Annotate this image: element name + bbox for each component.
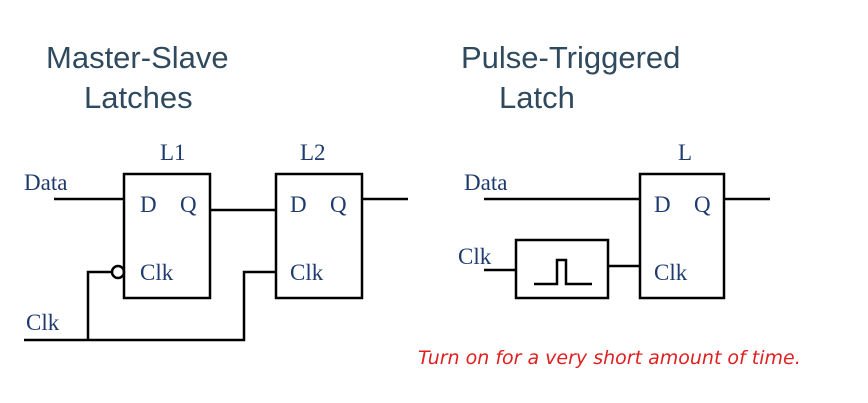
latch-l1-box — [122, 172, 212, 300]
master-slave-clk-input-label: Clk — [26, 310, 60, 335]
latch-l2-clk-port: Clk — [290, 260, 324, 285]
pulse-triggered-circuit: L Data Clk D Q Clk — [458, 140, 770, 300]
clk-wire-to-l2 — [24, 270, 276, 342]
latch-l1-clk-port: Clk — [140, 260, 174, 285]
latch-l-d-port: D — [654, 192, 671, 217]
master-slave-title-line2: Latches — [84, 80, 193, 115]
latch-l-clk-port: Clk — [654, 260, 688, 285]
latch-l2-d-port: D — [290, 192, 307, 217]
pulse-waveform-icon — [534, 258, 592, 286]
latch-l2-name: L2 — [300, 140, 326, 165]
latch-l-q-port: Q — [694, 192, 711, 217]
latch-l2-q-port: Q — [330, 192, 347, 217]
latch-l-name: L — [678, 140, 692, 165]
latch-l-box — [638, 172, 726, 300]
master-slave-data-input-label: Data — [24, 170, 67, 195]
pulse-triggered-title-line2: Latch — [499, 80, 575, 115]
pulse-clk-input-label: Clk — [458, 244, 492, 269]
clk-wire-to-l1 — [86, 270, 112, 340]
latch-l1-name: L1 — [160, 140, 186, 165]
latch-l2-box — [274, 172, 364, 300]
pulse-duration-note: Turn on for a very short amount of time. — [418, 347, 801, 369]
pulse-data-input-label: Data — [464, 170, 507, 195]
latch-l1-q-port: Q — [180, 192, 197, 217]
pulse-generator-box — [514, 238, 610, 300]
l1-clock-inversion-bubble — [110, 264, 126, 280]
master-slave-circuit: L1 L2 Data Clk D Q Clk D Q Clk — [24, 140, 408, 342]
latch-l1-d-port: D — [140, 192, 157, 217]
master-slave-title-line1: Master-Slave — [46, 40, 229, 75]
pulse-triggered-title-line1: Pulse-Triggered — [461, 40, 681, 75]
